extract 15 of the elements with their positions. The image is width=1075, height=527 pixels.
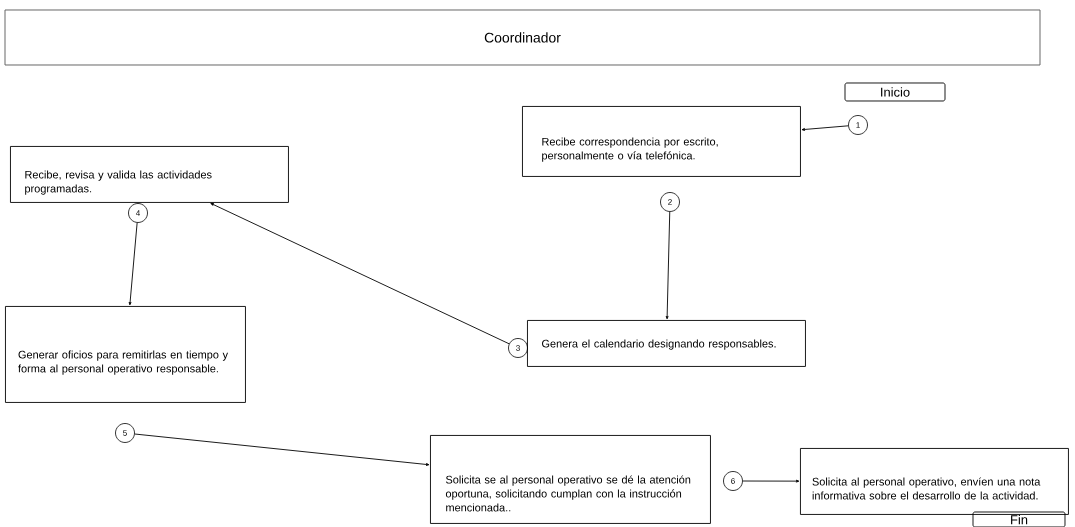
terminal-box: Inicio: [844, 82, 946, 102]
process-box: Genera el calendario designando responsables.: [527, 320, 806, 367]
arrow: [742, 479, 800, 483]
process-box: Recibe, revisa y valida las actividades programadas.: [10, 146, 289, 203]
arrow: [210, 202, 510, 345]
arrow: [134, 433, 430, 466]
process-box: Solicita al personal operativo, envíen una nota informativa sobre el desarrollo de la actividad.: [800, 448, 1069, 515]
process-box: Recibe correspondencia por escrito, personalmente o vía telefónica.: [522, 106, 801, 177]
process-box: Solicita se al personal operativo se dé la atención oportuna, solicitando cumplan con la instrucción mencionada..: [430, 435, 711, 524]
arrow: [128, 222, 138, 306]
process-box: Generar oficios para remitirlas en tiempo y forma al personal operativo responsable.: [5, 306, 246, 403]
role-banner: Coordinador: [4, 9, 1041, 66]
arrow: [801, 125, 849, 131]
arrow: [665, 211, 671, 320]
terminal-box: Fin: [972, 511, 1066, 527]
